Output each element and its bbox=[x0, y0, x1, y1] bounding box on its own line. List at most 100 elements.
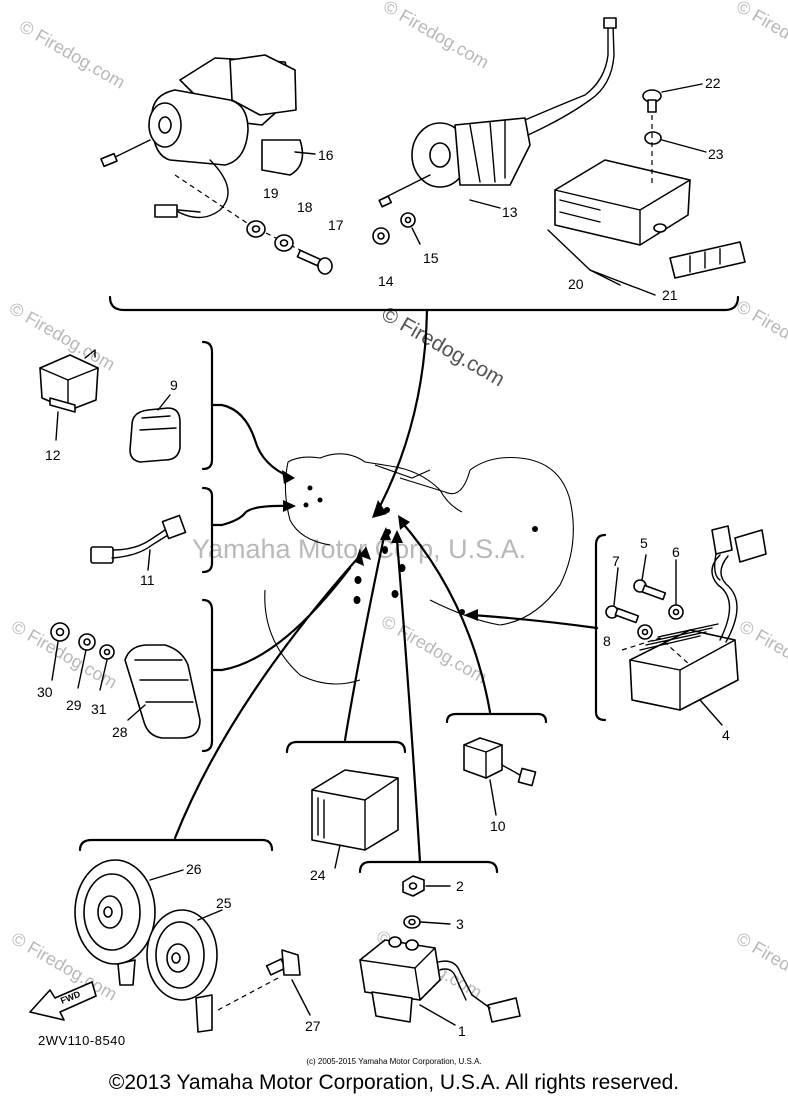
part-29-washer bbox=[78, 633, 96, 651]
arrowhead bbox=[283, 500, 296, 512]
part-15-washer bbox=[400, 212, 416, 228]
arrow-left-mid bbox=[210, 504, 292, 527]
arrowhead bbox=[391, 530, 403, 543]
label-19: 19 bbox=[263, 185, 279, 201]
label-25: 25 bbox=[216, 895, 232, 911]
bracket-4 bbox=[594, 533, 607, 722]
bracket-horns bbox=[78, 838, 274, 852]
leader-3 bbox=[420, 921, 451, 925]
part-2-nut bbox=[402, 875, 425, 897]
label-18: 18 bbox=[297, 199, 313, 215]
label-24: 24 bbox=[310, 867, 326, 883]
bracket-24 bbox=[285, 740, 407, 754]
part-10-relay bbox=[463, 737, 537, 787]
arrowhead bbox=[282, 470, 295, 484]
label-26: 26 bbox=[186, 861, 202, 877]
label-16: 16 bbox=[318, 147, 334, 163]
label-9: 9 bbox=[170, 377, 178, 393]
part-4-regulator bbox=[629, 525, 767, 711]
bracket-10 bbox=[445, 712, 548, 724]
diagram-code: 2WV110-8540 bbox=[38, 1033, 126, 1048]
fwd-arrow: FWD bbox=[29, 981, 97, 1021]
part-1-starter-relay bbox=[359, 936, 521, 1023]
frame-outline bbox=[264, 453, 574, 685]
leader-7 bbox=[613, 567, 619, 606]
part-6-washer bbox=[668, 604, 684, 620]
arrowhead bbox=[464, 609, 478, 621]
leader-31 bbox=[99, 659, 108, 691]
label-29: 29 bbox=[66, 697, 82, 713]
part-19-washer bbox=[246, 220, 266, 238]
watermark-center-firedog: © Firedog.com bbox=[378, 302, 509, 391]
label-4: 4 bbox=[722, 727, 730, 743]
part-5-bolt bbox=[633, 579, 667, 601]
bracket-1 bbox=[358, 860, 499, 874]
label-30: 30 bbox=[37, 684, 53, 700]
parts-diagram: © Firedog.com © Firedog.com © Firedog.co… bbox=[6, 0, 788, 1039]
label-5: 5 bbox=[640, 535, 648, 551]
leader-23 bbox=[661, 139, 707, 153]
part-22-screw bbox=[642, 89, 662, 113]
part-16-motor bbox=[100, 54, 304, 219]
arrowhead bbox=[355, 548, 364, 566]
label-22: 22 bbox=[705, 75, 721, 91]
label-8: 8 bbox=[603, 633, 611, 649]
leader-29 bbox=[77, 649, 87, 689]
label-14: 14 bbox=[378, 273, 394, 289]
arrow-top-group bbox=[376, 308, 429, 512]
arrow-horns bbox=[173, 548, 367, 840]
bracket-9 bbox=[201, 340, 214, 471]
watermark-top-right: © Firedog.com bbox=[733, 0, 788, 73]
leader-8 bbox=[621, 637, 691, 666]
leader-13 bbox=[469, 199, 501, 209]
part-labels: 22 23 16 13 19 18 17 14 15 20 21 9 12 11… bbox=[37, 75, 730, 1039]
label-17: 17 bbox=[328, 217, 344, 233]
watermark-right-mid: © Firedog.com bbox=[736, 616, 788, 692]
label-15: 15 bbox=[423, 250, 439, 266]
label-28: 28 bbox=[112, 724, 128, 740]
label-11: 11 bbox=[140, 572, 155, 588]
arrow-1 bbox=[395, 538, 422, 864]
part-26-horn bbox=[74, 859, 156, 986]
part-21-cover bbox=[669, 241, 746, 279]
leader-9 bbox=[157, 394, 171, 411]
leader-27 bbox=[291, 979, 311, 1016]
watermark-right-low: © Firedog.com bbox=[733, 928, 788, 1004]
leader-11 bbox=[147, 549, 151, 571]
part-12-relay bbox=[39, 349, 99, 413]
arrowhead bbox=[372, 500, 387, 518]
leader-27-25 bbox=[217, 977, 279, 1011]
arrow-left-top bbox=[210, 403, 292, 479]
label-21: 21 bbox=[662, 287, 678, 303]
part-13-unit bbox=[378, 17, 617, 208]
part-30-nut bbox=[50, 622, 70, 642]
arrow-left-low bbox=[210, 566, 352, 672]
part-28-reflector bbox=[124, 644, 201, 739]
label-12: 12 bbox=[45, 447, 61, 463]
leader-24 bbox=[334, 844, 341, 869]
part-17-bolt bbox=[296, 249, 333, 275]
leader-16 bbox=[294, 151, 316, 155]
leader-15 bbox=[411, 227, 421, 245]
part-3-washer bbox=[403, 915, 421, 929]
label-1: 1 bbox=[458, 1023, 466, 1039]
part-8-washer bbox=[637, 624, 653, 640]
top-group-bracket bbox=[108, 295, 740, 312]
arrowhead bbox=[398, 515, 410, 530]
leader-10 bbox=[489, 779, 497, 816]
leader-1 bbox=[419, 1004, 456, 1026]
part-24-flasher bbox=[311, 769, 399, 851]
bracket-11 bbox=[201, 486, 214, 574]
leader-5 bbox=[641, 554, 647, 581]
leader-4 bbox=[699, 699, 723, 726]
label-7: 7 bbox=[612, 553, 620, 569]
label-27: 27 bbox=[305, 1018, 321, 1034]
part-7-bolt bbox=[605, 605, 640, 624]
arrow-24 bbox=[343, 530, 387, 742]
part-11-connector bbox=[90, 514, 187, 564]
part-23-washer bbox=[644, 131, 662, 145]
arrow-10 bbox=[398, 518, 492, 714]
watermark-right-upper: © Firedog.com bbox=[733, 296, 788, 372]
arrowhead bbox=[360, 546, 371, 560]
arrow-4 bbox=[470, 613, 599, 630]
